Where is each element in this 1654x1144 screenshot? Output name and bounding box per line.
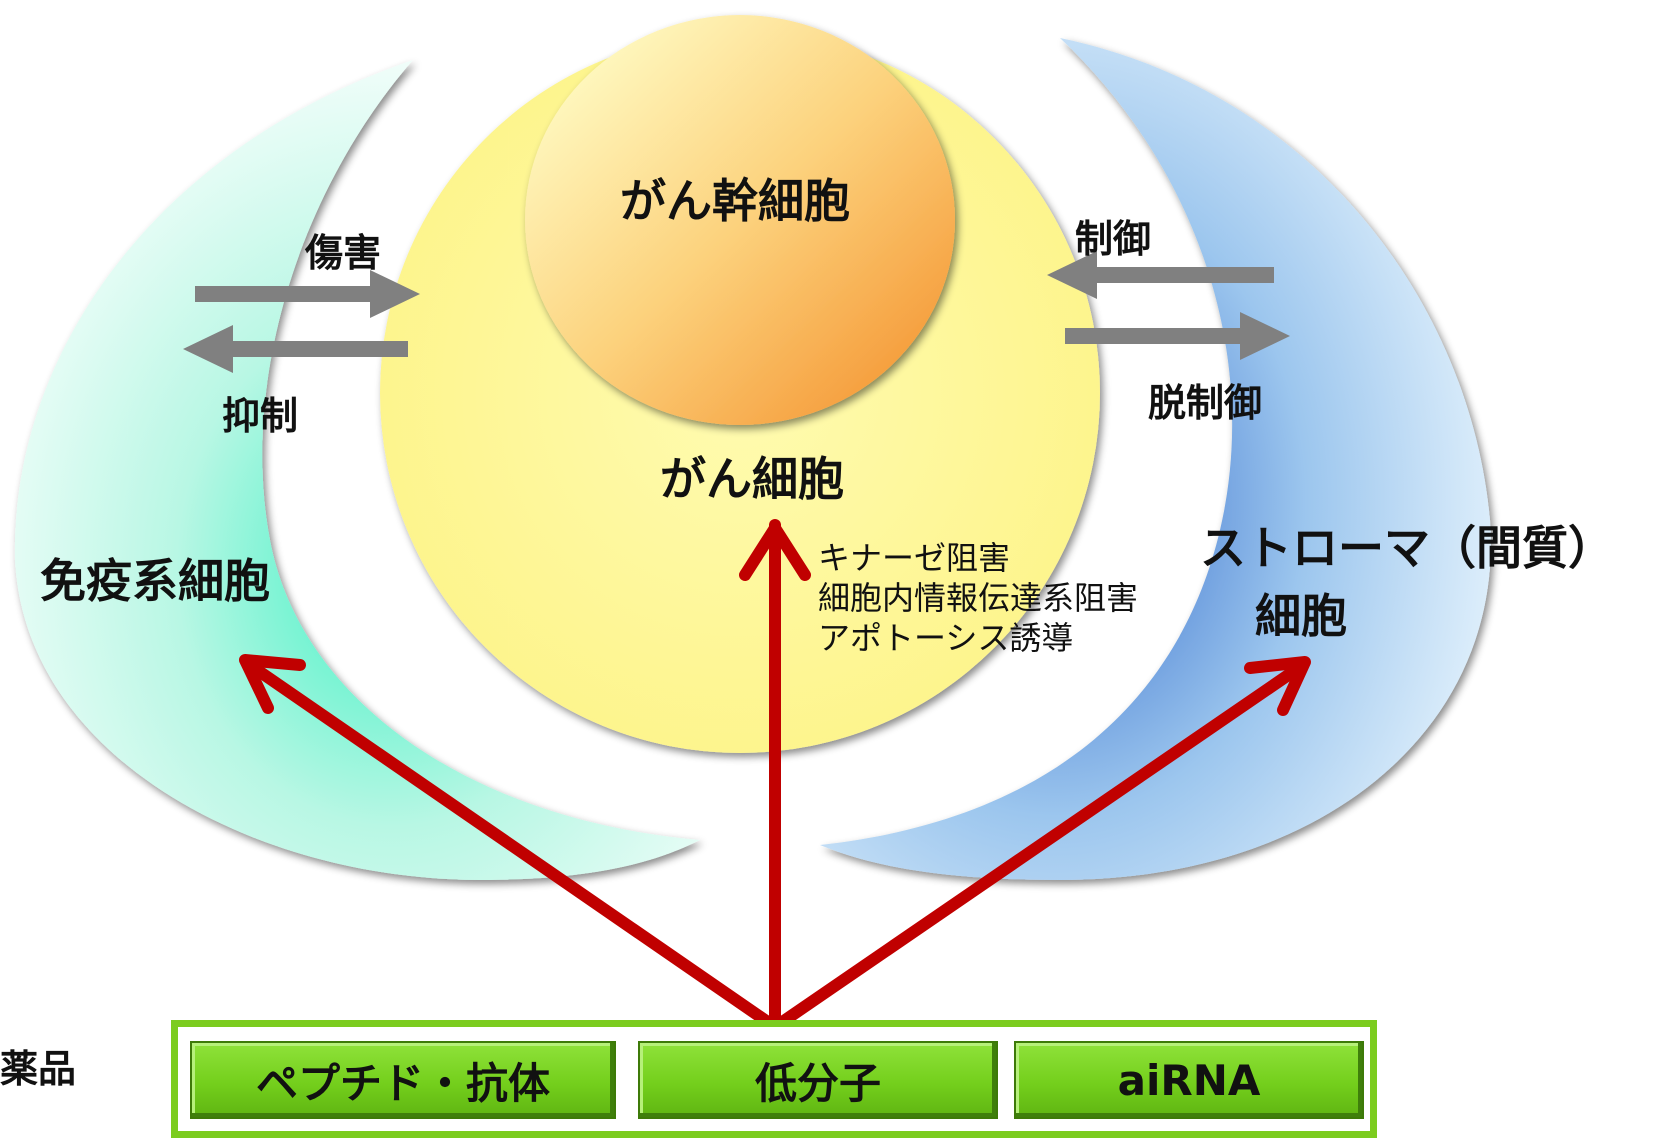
mechanism-item: アポトーシス誘導: [818, 619, 1074, 657]
mechanism-item: 細胞内情報伝達系阻害: [818, 579, 1139, 617]
cancer-stem-cell-circle: [525, 15, 955, 425]
red-arrow-to-immune: [239, 654, 781, 1033]
drug-type-box: ペプチド・抗体 低分子 aiRNA: [171, 1020, 1377, 1138]
stroma-cell-label-line2: 細胞: [1255, 589, 1347, 643]
drug-type-small-molecule: 低分子: [638, 1041, 998, 1119]
suppress-arrow: [183, 325, 408, 373]
cancer-cell-label: がん細胞: [660, 452, 844, 506]
stem-cell-label: がん幹細胞: [620, 174, 850, 228]
immune-cell-crescent: [14, 60, 700, 880]
mechanism-item: キナーゼ阻害: [818, 539, 1011, 577]
drug-type-airna: aiRNA: [1014, 1041, 1364, 1119]
red-arrow-to-stroma: [769, 656, 1311, 1033]
damage-label: 傷害: [305, 231, 382, 275]
control-arrow: [1047, 251, 1274, 299]
mechanism-list: キナーゼ阻害 細胞内情報伝達系阻害 アポトーシス誘導: [818, 538, 1138, 658]
control-label: 制御: [1075, 217, 1152, 261]
suppress-label: 抑制: [222, 394, 299, 438]
decontrol-arrow: [1065, 312, 1290, 360]
red-arrow-to-cancer: [739, 519, 811, 1033]
decontrol-label: 脱制御: [1148, 381, 1263, 425]
stroma-cell-label-line1: ストローマ（間質）: [1200, 521, 1614, 575]
damage-arrow: [195, 270, 420, 318]
stroma-cell-crescent: [820, 38, 1491, 880]
drugs-side-label: 薬品: [0, 1047, 77, 1091]
drug-type-peptide-antibody: ペプチド・抗体: [190, 1041, 616, 1119]
immune-cell-label: 免疫系細胞: [40, 554, 270, 608]
